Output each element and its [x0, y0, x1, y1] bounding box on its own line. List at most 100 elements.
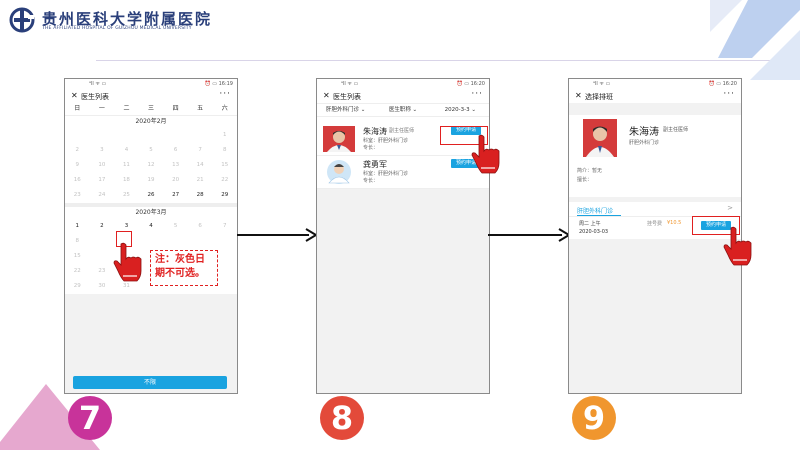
department-tab-bar: 肝胆外科门诊 > — [569, 202, 741, 217]
doctor-name: 龚勇军 — [363, 160, 387, 169]
pointing-hand-icon — [471, 134, 500, 174]
phone-screen-doctor-list: ᵃll ᯤ ▭ ⏰ ▭ 16:20 ✕ 医生列表 ··· 肝胆外科门诊 ⌄ 医生… — [316, 78, 490, 394]
more-icon[interactable]: ··· — [723, 89, 735, 99]
filter-date[interactable]: 2020-3-3 ⌄ — [444, 107, 476, 113]
calendar-day: 2 — [75, 147, 80, 153]
doctor-avatar — [583, 119, 617, 157]
calendar-day: 6 — [198, 223, 202, 229]
calendar-day: 23 — [98, 268, 106, 274]
calendar-day[interactable]: 29 — [221, 192, 229, 198]
calendar-day: 19 — [147, 177, 155, 183]
active-tab-underline — [577, 214, 621, 216]
calendar-day: 16 — [73, 177, 81, 183]
calendar-empty-cell — [139, 128, 164, 143]
doctor-title: 副主任医师 — [389, 128, 415, 134]
filter-doctor-title[interactable]: 医生职称 ⌄ — [388, 107, 418, 113]
calendar-day: 30 — [98, 283, 106, 289]
calendar-week-row: 8 — [65, 234, 237, 249]
calendar-day[interactable]: 3 — [124, 223, 129, 229]
close-icon[interactable]: ✕ — [323, 91, 330, 100]
calendar-week-row: 15 — [65, 249, 237, 264]
calendar-day: 1 — [223, 132, 227, 138]
status-time: ⏰ ▭ 16:20 — [708, 81, 737, 87]
step-badge-8: 8 — [320, 396, 364, 440]
note-line: 期不可选。 — [155, 268, 205, 279]
close-icon[interactable]: ✕ — [71, 91, 78, 100]
calendar-day: 9 — [75, 162, 80, 168]
month-label: 2020年2月 — [135, 118, 167, 125]
signal-icon: ᵃll ᯤ ▭ — [341, 81, 359, 87]
doctor-avatar-placeholder — [323, 159, 355, 185]
calendar-day[interactable]: 4 — [149, 223, 153, 229]
fee-value: ¥10.5 — [667, 220, 682, 226]
more-icon[interactable]: ··· — [471, 89, 483, 99]
calendar-day: 7 — [198, 147, 202, 153]
filter-department[interactable]: 肝胆外科门诊 ⌄ — [325, 107, 366, 113]
calendar-day: 15 — [221, 162, 229, 168]
status-bar: ᵃll ᯤ ▭ ⏰ ▭ 16:19 — [65, 79, 237, 89]
calendar-day[interactable]: 26 — [147, 192, 155, 198]
calendar-day[interactable]: 1 — [75, 223, 80, 229]
calendar-day: 17 — [98, 177, 106, 183]
highlight-box-book-button — [692, 216, 740, 235]
step-number: 8 — [330, 399, 354, 437]
calendar-day: 18 — [122, 177, 130, 183]
highlight-box-book-button — [440, 126, 488, 145]
calendar-day: 6 — [173, 147, 178, 153]
calendar-day: 8 — [75, 238, 80, 244]
weekday-label: 三 — [148, 105, 155, 112]
calendar-empty-cell — [212, 234, 237, 249]
calendar-day[interactable]: 28 — [196, 192, 204, 198]
filter-bar: 肝胆外科门诊 ⌄ 医生职称 ⌄ 2020-3-3 ⌄ — [317, 103, 489, 117]
title-bar: ✕ 选择排班 ··· — [569, 89, 741, 103]
calendar-week-row: 1 2 3 4 5 6 7 — [65, 219, 237, 234]
spacer — [569, 103, 741, 115]
doctor-list-item[interactable]: 朱海涛 副主任医师 科室：肝胆外科门诊 专长： 预约申请 — [317, 123, 489, 156]
step-badge-9: 9 — [572, 396, 616, 440]
doctor-name: 朱海涛 — [629, 127, 659, 138]
fee-label: 挂号费 — [647, 221, 663, 227]
no-limit-button[interactable]: 不限 — [73, 376, 227, 389]
phone-screen-date-picker: ᵃll ᯤ ▭ ⏰ ▭ 16:19 ✕ 医生列表 ··· 日一二三四五六 202… — [64, 78, 238, 394]
book-appointment-button[interactable]: 预约申请 — [701, 221, 731, 230]
book-appointment-button[interactable]: 预约申请 — [451, 159, 481, 168]
doctor-department: 科室：肝胆外科门诊 — [363, 171, 409, 177]
step-badge-7: 7 — [68, 396, 112, 440]
more-icon[interactable]: ··· — [219, 89, 231, 99]
flow-arrow — [488, 234, 562, 236]
calendar-week-row: 1 — [65, 128, 237, 143]
calendar-day: 25 — [122, 192, 130, 198]
calendar-day: 11 — [122, 162, 130, 168]
calendar-empty-cell — [90, 234, 115, 249]
calendar-empty-cell — [65, 128, 90, 143]
tab-department[interactable]: 肝胆外科门诊 — [577, 208, 614, 215]
schedule-slot-row[interactable]: 周二 上午 2020-03-03 挂号费 ¥10.5 预约申请 — [569, 217, 741, 239]
calendar-day[interactable]: 27 — [172, 192, 180, 198]
page-title: 医生列表 — [333, 93, 361, 101]
calendar-day: 14 — [196, 162, 204, 168]
calendar-empty-cell — [163, 234, 188, 249]
doctor-specialty: 专长： — [363, 145, 379, 151]
book-appointment-button[interactable]: 预约申请 — [451, 126, 481, 135]
calendar-day: 7 — [223, 223, 227, 229]
weekday-label: 四 — [172, 105, 179, 112]
doctor-list-item[interactable]: 龚勇军 科室：肝胆外科门诊 专长： 预约申请 — [317, 156, 489, 189]
corner-decoration-top-right — [710, 0, 800, 80]
calendar-day: 5 — [173, 223, 178, 229]
title-bar: ✕ 医生列表 ··· — [317, 89, 489, 103]
calendar-empty-cell — [114, 128, 139, 143]
calendar-day[interactable]: 2 — [100, 223, 104, 229]
calendar-day: 4 — [124, 147, 129, 153]
step-number: 9 — [582, 399, 606, 437]
title-bar: ✕ 医生列表 ··· — [65, 89, 237, 103]
weekday-label: 五 — [197, 105, 204, 112]
calendar-day: 22 — [221, 177, 229, 183]
chevron-right-icon[interactable]: > — [727, 204, 733, 212]
doctor-specialty: 擅长： — [577, 177, 593, 183]
close-icon[interactable]: ✕ — [575, 91, 582, 100]
